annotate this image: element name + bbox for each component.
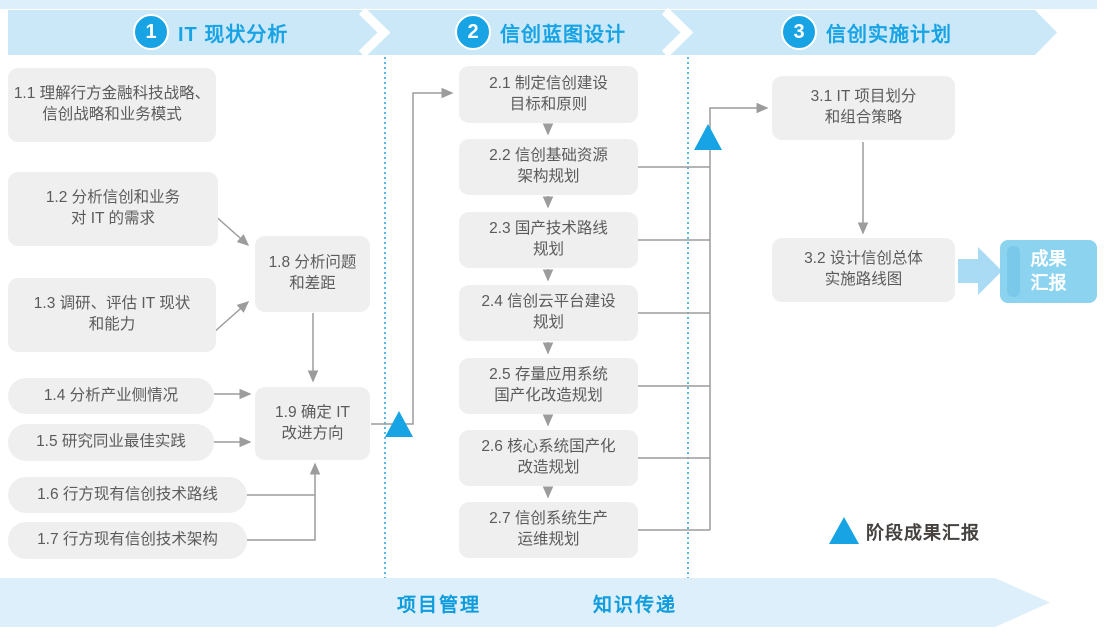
results-box-stripe	[1007, 246, 1020, 297]
connector-1-7-to-1-9	[247, 462, 321, 541]
step-1-9: 1.9 确定 IT 改进方向	[255, 387, 370, 460]
milestone-triangle-phase1	[385, 411, 413, 437]
phase-2-title: 信创蓝图设计	[500, 23, 626, 46]
step-1-3: 1.3 调研、评估 IT 现状 和能力	[8, 278, 216, 352]
step-2-5: 2.5 存量应用系统 国产化改造规划	[459, 358, 638, 414]
phase-3-header: 3 信创实施计划	[781, 14, 952, 50]
step-1-2: 1.2 分析信创和业务 对 IT 的需求	[8, 172, 218, 246]
step-2-2: 2.2 信创基础资源 架构规划	[459, 139, 638, 195]
step-2-1: 2.1 制定信创建设 目标和原则	[459, 66, 638, 123]
bottom-label-knowledge-transfer: 知识传递	[593, 595, 678, 616]
milestone-triangle-phase2	[694, 124, 722, 150]
connector-phase2-to-3-1	[638, 108, 767, 531]
phase-1-number-badge: 1	[133, 14, 169, 50]
results-arrow	[958, 247, 1002, 295]
phase-header-band	[8, 10, 1057, 55]
connector-1-2-to-1-8	[212, 213, 250, 246]
step-1-4: 1.4 分析产业侧情况	[8, 378, 214, 414]
step-2-6: 2.6 核心系统国产化 改造规划	[459, 430, 638, 486]
phase-2-number-badge: 2	[455, 14, 491, 50]
connector-1-3-to-1-8	[212, 301, 250, 334]
bottom-label-project-management: 项目管理	[397, 595, 482, 616]
step-1-5: 1.5 研究同业最佳实践	[8, 424, 214, 461]
results-report-box: 成果 汇报	[1000, 240, 1097, 303]
legend-milestone-label: 阶段成果汇报	[866, 523, 980, 543]
phase-1-title: IT 现状分析	[178, 23, 289, 46]
legend-triangle-icon	[829, 517, 859, 544]
step-1-8: 1.8 分析问题 和差距	[255, 236, 370, 312]
step-2-3: 2.3 国产技术路线 规划	[459, 212, 638, 268]
step-1-6: 1.6 行方现有信创技术路线	[8, 477, 247, 513]
bottom-band-arrow	[0, 578, 1050, 627]
top-strip	[0, 0, 1097, 9]
phase-2-header: 2 信创蓝图设计	[455, 14, 626, 50]
connector-1-9-to-2-1	[371, 87, 454, 425]
results-report-label: 成果 汇报	[1030, 249, 1067, 293]
phase-3-title: 信创实施计划	[826, 23, 952, 46]
step-3-2: 3.2 设计信创总体 实施路线图	[772, 238, 955, 302]
step-2-4: 2.4 信创云平台建设 规划	[459, 285, 638, 341]
phase-3-number-badge: 3	[781, 14, 817, 50]
step-3-1: 3.1 IT 项目划分 和组合策略	[772, 76, 955, 140]
step-1-1: 1.1 理解行方金融科技战略、 信创战略和业务模式	[8, 68, 216, 142]
step-1-7: 1.7 行方现有信创技术架构	[8, 522, 247, 559]
step-2-7: 2.7 信创系统生产 运维规划	[459, 502, 638, 558]
phase-1-header: 1 IT 现状分析	[133, 14, 288, 50]
